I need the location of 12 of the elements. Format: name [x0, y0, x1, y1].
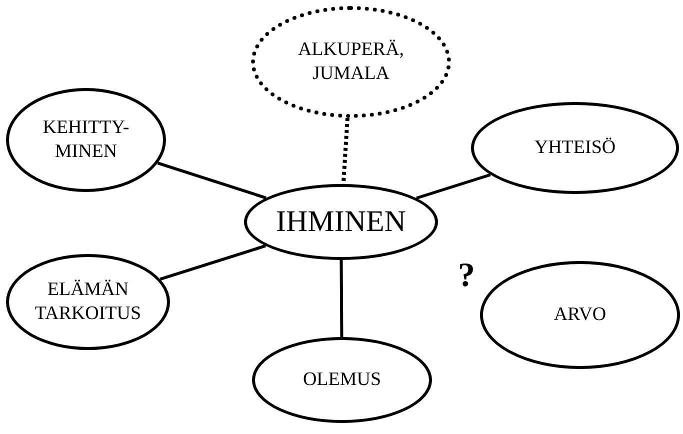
- node-label: IHMINEN: [276, 204, 406, 240]
- question-mark: ?: [458, 256, 475, 296]
- node-label: ARVO: [554, 303, 606, 327]
- dotted-connector: [341, 118, 350, 184]
- connector-line: [157, 162, 266, 200]
- node-label: YHTEISÖ: [534, 136, 616, 160]
- node-label: ALKUPERÄ, JUMALA: [296, 38, 406, 86]
- connector-line: [416, 173, 491, 200]
- node-label: OLEMUS: [302, 368, 382, 392]
- connector-line: [340, 260, 344, 338]
- node-label: ELÄMÄN TARKOITUS: [34, 278, 142, 326]
- node-label: KEHITTY- MINEN: [42, 116, 130, 164]
